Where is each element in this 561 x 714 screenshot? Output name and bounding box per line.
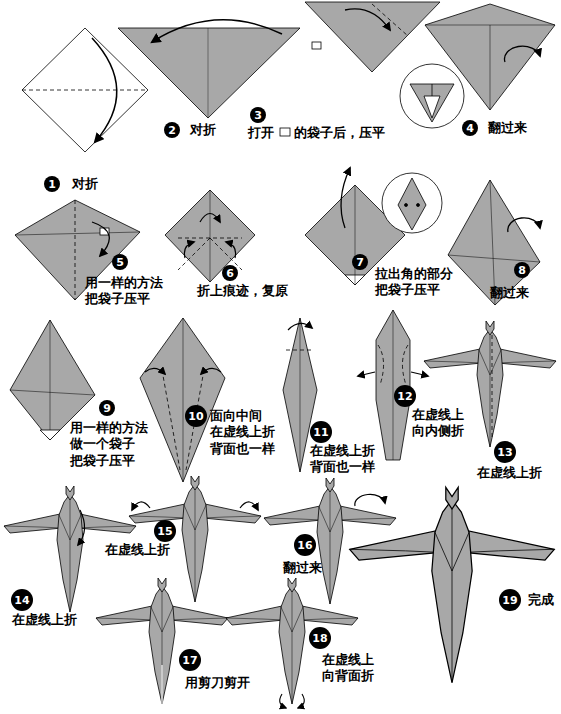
step-caption: 拉出角的部分 把袋子压平 — [375, 266, 453, 299]
callout-text: 18 — [312, 633, 327, 644]
step-caption: 用一样的方法 把袋子压平 — [85, 275, 163, 308]
callout-text: 8 — [518, 265, 526, 276]
callout-number: 9 — [99, 400, 115, 416]
callout-number: 6 — [222, 265, 238, 281]
step-caption: 翻过来 — [488, 120, 527, 136]
callout-text: 15 — [157, 526, 172, 537]
callout-text: 11 — [313, 427, 328, 438]
callout-text: 3 — [254, 110, 262, 121]
callout-number: 4 — [462, 120, 478, 136]
step-caption: 在虚线上折 — [12, 612, 77, 628]
callout-number: 1 — [44, 176, 60, 192]
callout-number: 16 — [294, 534, 316, 556]
callout-text: 5 — [116, 257, 124, 268]
callout-number: 14 — [11, 589, 33, 611]
step-caption: 在虚线上折 — [105, 542, 170, 558]
step-caption: 完成 — [528, 592, 554, 608]
step-caption: 折上痕迹，复原 — [197, 283, 288, 299]
callout-text: 2 — [168, 125, 176, 136]
step-caption: 的袋子后，压平 — [294, 125, 385, 141]
callout-text: 4 — [466, 123, 474, 134]
step-caption: 用一样的方法 做一个袋子 把袋子压平 — [70, 420, 148, 469]
step-caption: 对折 — [72, 176, 98, 192]
callout-text: 12 — [397, 391, 412, 402]
callout-text: 14 — [14, 595, 29, 606]
callout-number: 10 — [185, 405, 207, 427]
callout-number: 13 — [494, 441, 516, 463]
callout-number: 12 — [394, 385, 416, 407]
callout-number: 2 — [164, 122, 180, 138]
step-caption: 在虚线上 向背面折 — [322, 652, 374, 685]
callout-text: 19 — [502, 595, 517, 606]
callout-text: 13 — [497, 447, 512, 458]
callout-number: 18 — [309, 627, 331, 649]
step-caption: 打开 — [248, 125, 274, 141]
callout-number: 8 — [514, 262, 530, 278]
callout-text: 1 — [48, 179, 56, 190]
callout-number: 7 — [352, 254, 368, 270]
callout-number: 3 — [250, 107, 266, 123]
callout-number: 17 — [179, 649, 201, 671]
step-caption: 在虚线上折 — [477, 465, 542, 481]
callout-number: 5 — [112, 254, 128, 270]
callout-text: 16 — [297, 540, 312, 551]
callout-text: 17 — [182, 655, 197, 666]
step-caption: 翻过来 — [283, 560, 322, 576]
callout-text: 10 — [188, 411, 203, 422]
step-caption: 翻过来 — [490, 285, 529, 301]
step-caption: 用剪刀剪开 — [185, 675, 250, 691]
callout-text: 9 — [103, 403, 111, 414]
callout-text: 7 — [356, 257, 364, 268]
step-caption: 面向中间 在虚线上折 背面也一样 — [210, 408, 275, 457]
step-caption: 在虚线上折 背面也一样 — [310, 443, 375, 476]
step-caption: 在虚线上 向内侧折 — [412, 407, 464, 440]
step-caption: 对折 — [190, 122, 216, 138]
callout-text: 6 — [226, 268, 234, 279]
callout-number: 11 — [310, 421, 332, 443]
callout-number: 15 — [154, 520, 176, 542]
callout-number: 19 — [499, 589, 521, 611]
